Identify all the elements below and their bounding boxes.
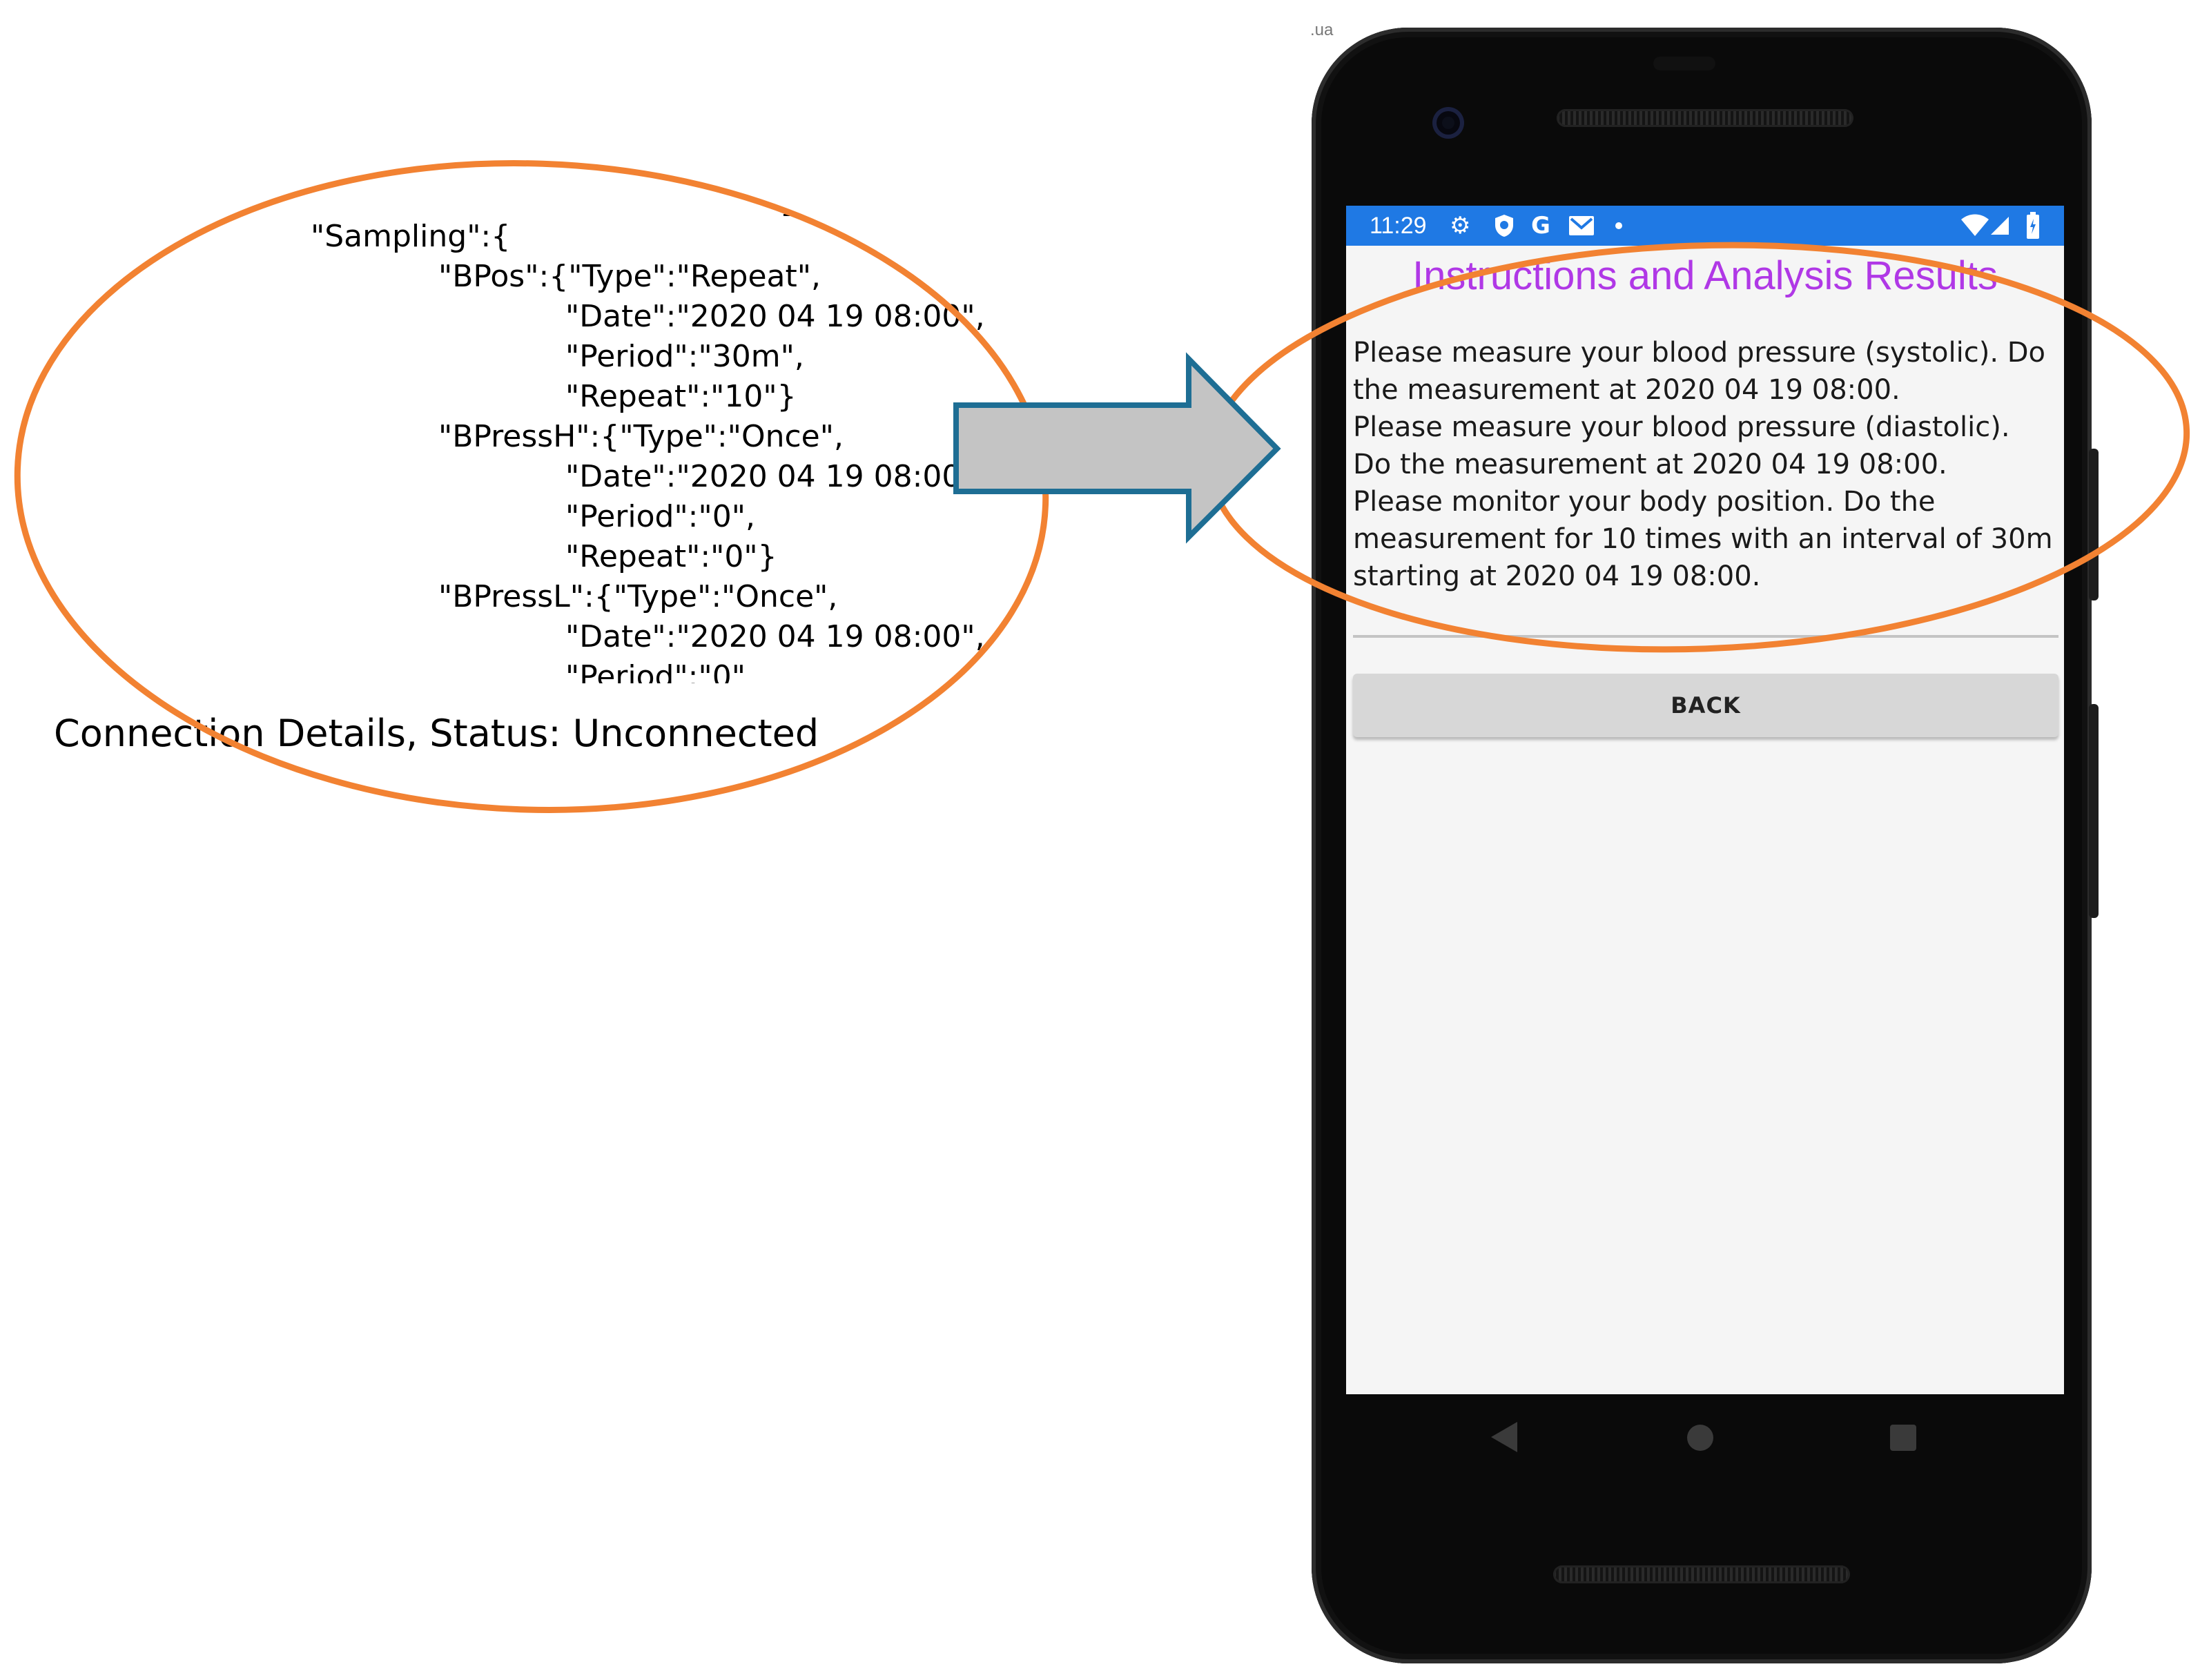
status-time: 11:29 <box>1370 213 1427 239</box>
wifi-icon <box>1960 214 1989 237</box>
app-screen: 11:29 ⚙ G Instructions and Analysis Resu… <box>1346 206 2064 1394</box>
instruction-line: starting at 2020 04 19 08:00. <box>1353 560 1761 592</box>
json-line: "Repeat":"10"} <box>565 379 797 414</box>
json-line: "Date":"2020 04 19 08:00", <box>565 619 985 654</box>
nav-bar <box>1346 1394 2064 1484</box>
home-icon[interactable] <box>1687 1425 1713 1451</box>
json-line: "Period":"0" <box>565 659 746 683</box>
stray-dash <box>783 214 793 216</box>
battery-icon <box>2026 212 2040 240</box>
proximity-sensor <box>1653 57 1715 70</box>
shield-icon <box>1494 214 1515 237</box>
instructions-text: Please measure your blood pressure (syst… <box>1353 334 2061 595</box>
gear-icon: ⚙ <box>1450 212 1471 240</box>
instruction-line: Please monitor your body position. Do th… <box>1353 486 1936 518</box>
json-line: "BPressL":{"Type":"Once", <box>438 579 838 614</box>
instruction-line: measurement for 10 times with an interva… <box>1353 523 2053 555</box>
bottom-speaker <box>1553 1565 1850 1583</box>
json-line: "Date":"2020 04 19 08:00", <box>565 459 985 494</box>
divider <box>1353 635 2058 638</box>
screen-title: Instructions and Analysis Results <box>1412 253 1998 298</box>
gmail-icon <box>1568 215 1595 236</box>
crop-text: .ua <box>1310 21 1334 39</box>
json-line: "Period":"30m", <box>565 339 804 374</box>
recents-icon[interactable] <box>1890 1425 1916 1451</box>
dot-icon <box>1615 222 1622 229</box>
status-bar: 11:29 ⚙ G <box>1346 206 2064 246</box>
json-line: "BPressH":{"Type":"Once", <box>438 419 844 454</box>
back-icon[interactable] <box>1491 1422 1517 1452</box>
front-camera <box>1432 107 1464 139</box>
json-line: "Sampling":{ <box>311 219 511 254</box>
back-button[interactable]: BACK <box>1353 674 2058 737</box>
instruction-line: Please measure your blood pressure (dias… <box>1353 411 2010 443</box>
google-icon: G <box>1531 212 1550 240</box>
connection-status-text: Connection Details, Status: Unconnected <box>54 712 819 755</box>
json-line: "Repeat":"0"} <box>565 539 777 574</box>
signal-icon <box>1989 215 2010 236</box>
instruction-line: the measurement at 2020 04 19 08:00. <box>1353 374 1900 406</box>
power-button <box>2089 449 2099 600</box>
top-speaker <box>1557 109 1853 127</box>
json-line: "BPos":{"Type":"Repeat", <box>438 259 821 294</box>
json-line: "Period":"0", <box>565 499 755 534</box>
instruction-line: Please measure your blood pressure (syst… <box>1353 337 2046 369</box>
json-line: "Date":"2020 04 19 08:00", <box>565 299 985 334</box>
json-snippet: "Sampling":{ "BPos":{"Type":"Repeat", "D… <box>207 207 1035 683</box>
volume-button <box>2089 704 2099 918</box>
instruction-line: Do the measurement at 2020 04 19 08:00. <box>1353 449 1947 480</box>
